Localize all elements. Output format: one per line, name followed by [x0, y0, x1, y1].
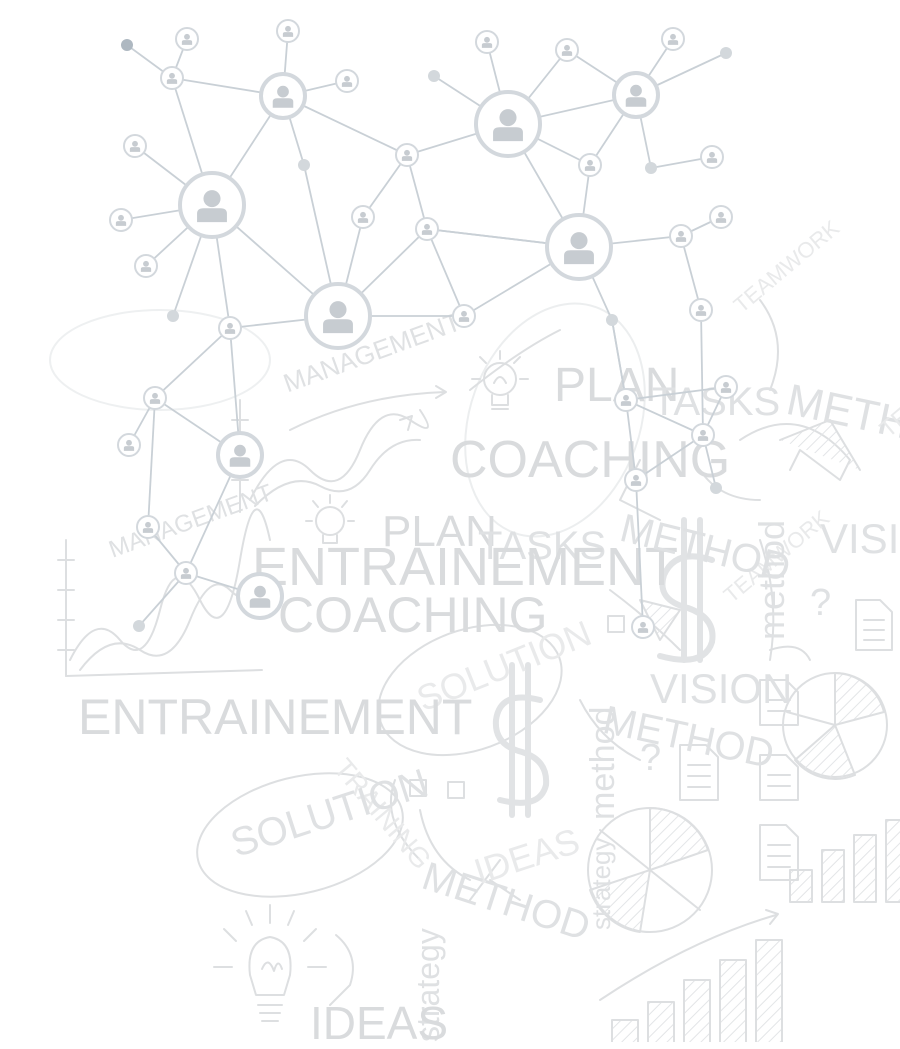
- person-avatar-icon: [175, 27, 199, 51]
- person-avatar-icon: [123, 134, 147, 158]
- checkbox-sketch-2: [447, 781, 465, 799]
- bar-chart-icon: [599, 909, 783, 1042]
- network-edge: [147, 397, 156, 528]
- word-coaching-top: COACHING: [450, 431, 731, 489]
- question-mark-icon-2: ?: [810, 582, 831, 624]
- solution-oval-1: [377, 623, 563, 757]
- lightbulb-icon: [471, 350, 529, 410]
- person-avatar-icon: [259, 72, 307, 120]
- person-avatar-icon: [117, 433, 141, 457]
- solution-oval-2: [196, 772, 404, 898]
- network-dot: [710, 482, 722, 494]
- network-connections: [120, 30, 727, 628]
- person-avatar-icon: [689, 298, 713, 322]
- person-avatar-icon: [612, 71, 660, 119]
- person-avatar-icon: [474, 90, 542, 158]
- person-avatar-icon: [178, 171, 246, 239]
- network-dot: [428, 70, 440, 82]
- network-dot: [167, 310, 179, 322]
- word-ideas-bottom: IDEAS: [310, 997, 449, 1049]
- person-avatar-icon: [136, 515, 160, 539]
- network-edge: [625, 399, 637, 481]
- person-avatar-icon: [415, 217, 439, 241]
- network-dot: [121, 39, 133, 51]
- word-tasks-mid: TASKS: [478, 524, 607, 568]
- person-avatar-icon: [351, 205, 375, 229]
- network-edge: [700, 309, 704, 436]
- person-avatar-icon: [304, 282, 372, 350]
- network-edge: [635, 479, 644, 628]
- person-avatar-icon: [614, 388, 638, 412]
- network-edge: [154, 327, 231, 399]
- person-avatar-icon: [276, 19, 300, 43]
- pie-chart-icon: [587, 807, 713, 933]
- person-avatar-icon: [691, 423, 715, 447]
- word-vision-right: VISIO: [820, 515, 900, 562]
- network-nodes: [109, 19, 738, 639]
- person-avatar-icon: [709, 205, 733, 229]
- bar-chart-icon-2: [789, 819, 900, 903]
- person-avatar-icon: [700, 145, 724, 169]
- document-icon: [855, 599, 893, 651]
- word-coaching-mid: COACHING: [278, 587, 548, 643]
- network-edge: [611, 319, 627, 401]
- document-icon-4: [759, 754, 799, 801]
- person-avatar-icon: [134, 254, 158, 278]
- person-avatar-icon: [555, 38, 579, 62]
- person-avatar-icon: [578, 153, 602, 177]
- lightbulb-icon-2: [305, 494, 355, 544]
- dollar-sign-icon-2: [657, 517, 716, 663]
- person-avatar-icon: [475, 30, 499, 54]
- network-edge: [625, 386, 727, 401]
- person-avatar-icon: [545, 213, 613, 281]
- person-avatar-icon: [160, 66, 184, 90]
- person-avatar-icon: [218, 316, 242, 340]
- person-avatar-icon: [109, 208, 133, 232]
- network-dot: [298, 159, 310, 171]
- person-avatar-icon: [624, 468, 648, 492]
- document-icon-5: [759, 679, 799, 726]
- person-avatar-icon: [335, 69, 359, 93]
- background-oval: [464, 302, 646, 538]
- network-dot: [645, 162, 657, 174]
- word-plan-mid: PLAN: [382, 507, 497, 556]
- network-dot: [133, 620, 145, 632]
- network-edge: [362, 154, 408, 218]
- word-entrainement-bottom: ENTRAINEMENT: [78, 689, 473, 745]
- question-mark-icon: ?: [640, 737, 661, 779]
- network-edge: [680, 235, 702, 311]
- person-avatar-icon: [216, 431, 264, 479]
- background-oval-2: [49, 309, 271, 411]
- lightbulb-icon-3: [213, 904, 354, 1022]
- network-edge: [635, 434, 704, 481]
- word-vision-mid: VISION: [650, 665, 793, 712]
- pie-chart-icon-2: [782, 672, 888, 780]
- person-avatar-icon: [661, 27, 685, 51]
- checkbox-sketch: [409, 779, 427, 797]
- word-entrainement-mid: ENTRAINEMENT: [252, 537, 679, 597]
- person-avatar-icon: [143, 386, 167, 410]
- network-dot: [606, 314, 618, 326]
- document-icon-3: [759, 824, 799, 881]
- person-avatar-icon: [452, 304, 476, 328]
- dollar-sign-icon: [492, 662, 550, 818]
- document-icon-2: [679, 744, 719, 801]
- person-avatar-icon: [631, 615, 655, 639]
- person-avatar-icon: [714, 375, 738, 399]
- network-edge: [406, 154, 428, 230]
- person-avatar-icon: [236, 572, 284, 620]
- person-avatar-icon: [395, 143, 419, 167]
- network-edge: [426, 228, 465, 317]
- checkbox-sketch-3: [607, 615, 625, 633]
- person-avatar-icon: [174, 561, 198, 585]
- network-edge: [625, 399, 704, 436]
- network-dot: [720, 47, 732, 59]
- person-avatar-icon: [669, 224, 693, 248]
